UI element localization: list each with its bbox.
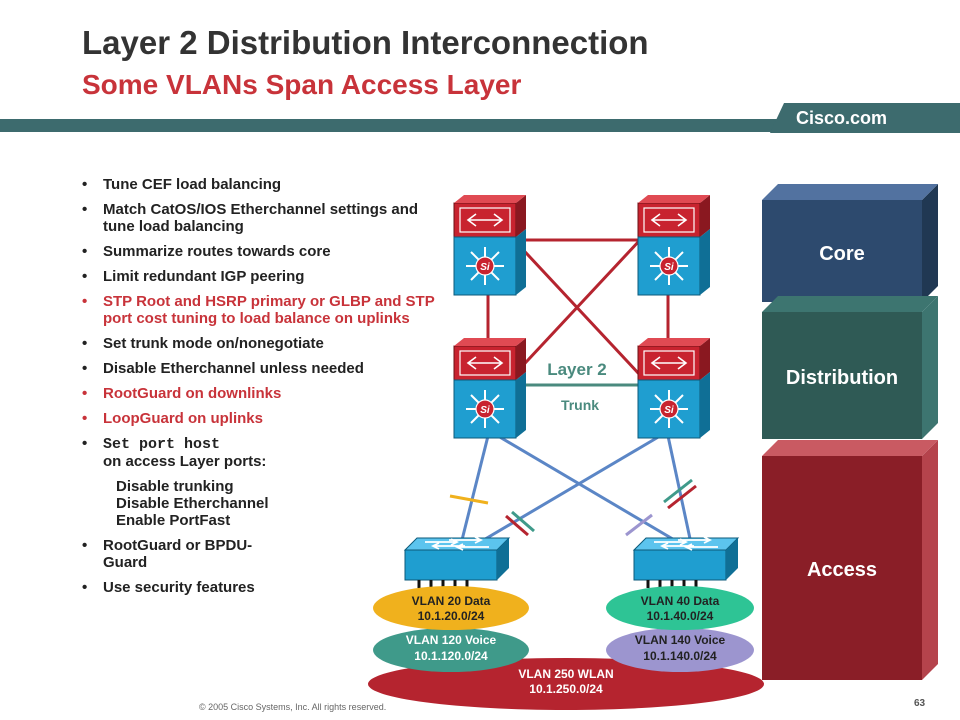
sub-item: Enable PortFast: [116, 512, 231, 529]
vlan-left-data-subnet: 10.1.20.0/24: [418, 609, 485, 623]
vlan-right-data-name: VLAN 40 Data: [641, 594, 720, 608]
bullet-item: •Set trunk mode on/nonegotiate: [82, 335, 324, 352]
layer-core-block: [762, 184, 938, 302]
bullet-item: •LoopGuard on uplinks: [82, 410, 263, 427]
page-title: Layer 2 Distribution Interconnection: [82, 24, 649, 61]
layer-distribution-label: Distribution: [786, 367, 898, 389]
site-link[interactable]: Cisco.com: [770, 103, 960, 133]
bullet-item: •RootGuard on downlinks: [82, 385, 282, 402]
vlan-right-voice-ellipse: [606, 628, 754, 672]
vlan-right-data-subnet: 10.1.40.0/24: [647, 609, 714, 623]
bullet-item: •Summarize routes towards core: [82, 243, 331, 260]
bullet-item: •Match CatOS/IOS Etherchannel settings a…: [82, 201, 419, 235]
access-switch-left: [403, 535, 511, 590]
uplinks: [458, 434, 694, 550]
vlan-right-voice-subnet: 10.1.140.0/24: [643, 649, 717, 663]
vlan-left-voice-subnet: 10.1.120.0/24: [414, 649, 488, 663]
layer-distribution-block: [762, 296, 938, 439]
layer-core-label: Core: [819, 243, 865, 265]
bullet-item: •RootGuard or BPDU-Guard: [82, 537, 253, 571]
stp-block-marks: [449, 478, 697, 537]
vlan-left-voice-name: VLAN 120 Voice: [406, 633, 497, 647]
sub-list: Disable trunking Disable Etherchannel En…: [82, 478, 452, 529]
trunk-label: Trunk: [561, 397, 599, 413]
bullet-item: •Tune CEF load balancing: [82, 176, 282, 193]
vlan-left-data-name: VLAN 20 Data: [412, 594, 491, 608]
layer-access-block: [762, 440, 938, 680]
bullet-item: •Limit redundant IGP peering: [82, 268, 305, 285]
port-host-suffix: on access Layer ports:: [103, 453, 267, 470]
layer-access-label: Access: [807, 559, 877, 581]
sub-item: Disable trunking: [116, 478, 234, 495]
core-switch-left: [453, 194, 527, 296]
dist-switch-left: [453, 337, 527, 439]
core-switch-right: [637, 194, 711, 296]
sub-item: Disable Etherchannel: [116, 495, 269, 512]
page-number: 63: [914, 698, 926, 709]
vlan-right-data-ellipse: [606, 586, 754, 630]
vlan-wlan-name: VLAN 250 WLAN: [518, 667, 613, 681]
vlan-left-data-ellipse: [373, 586, 529, 630]
header-band: [0, 119, 960, 132]
bullet-item: •Disable Etherchannel unless needed: [82, 360, 364, 377]
bullet-item: •Use security features: [82, 579, 255, 596]
vlan-wlan-subnet: 10.1.250.0/24: [529, 682, 603, 696]
bullet-item-port-host: •Set port host on access Layer ports:: [82, 435, 267, 470]
bullet-list: •Tune CEF load balancing •Match CatOS/IO…: [82, 176, 452, 604]
layer2-label: Layer 2: [547, 360, 607, 379]
vlan-left-voice-ellipse: [373, 628, 529, 672]
vlan-right-voice-name: VLAN 140 Voice: [635, 633, 726, 647]
page-subtitle: Some VLANs Span Access Layer: [82, 69, 522, 100]
bullet-item: •STP Root and HSRP primary or GLBP and S…: [82, 293, 435, 327]
dist-switch-right: [637, 337, 711, 439]
access-switch-right: [632, 535, 740, 590]
port-host-command: Set port host: [103, 436, 221, 453]
copyright: © 2005 Cisco Systems, Inc. All rights re…: [199, 702, 387, 712]
